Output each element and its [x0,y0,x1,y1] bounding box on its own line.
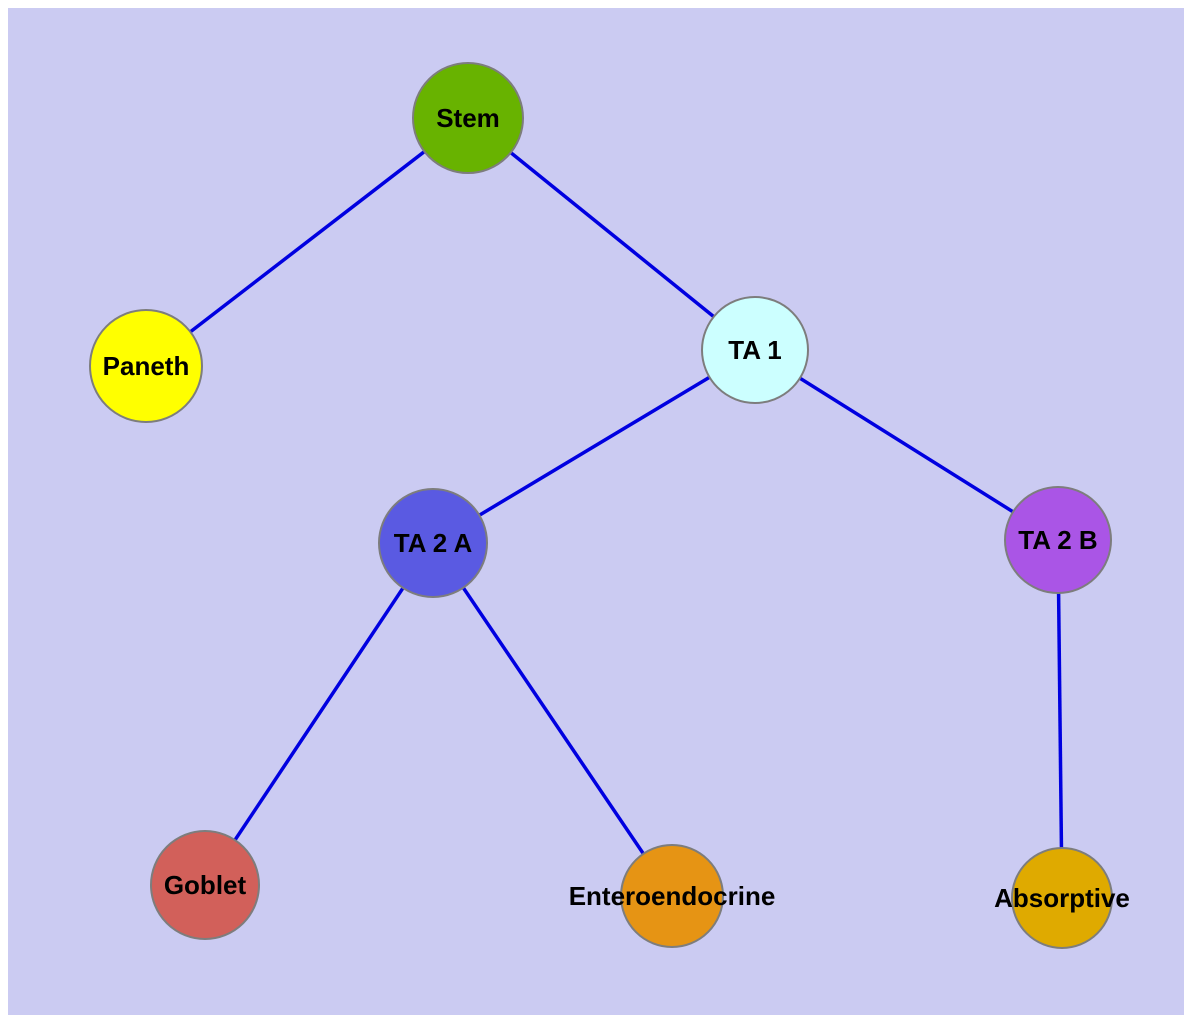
edge-ta1-ta2b [754,348,1059,542]
node-paneth-circle[interactable] [89,309,203,423]
node-ta2b-circle[interactable] [1004,486,1112,594]
node-goblet[interactable]: Goblet [150,830,260,940]
edge-stem-paneth [144,116,470,368]
edge-stem-ta1 [466,116,757,352]
node-ta2a-circle[interactable] [378,488,488,598]
node-ta2b[interactable]: TA 2 B [1004,486,1112,594]
node-ta1[interactable]: TA 1 [701,296,809,404]
node-enteroendocrine-circle[interactable] [620,844,724,948]
edge-ta2a-goblet [203,542,435,886]
node-absorptive-circle[interactable] [1011,847,1113,949]
node-stem-circle[interactable] [412,62,524,174]
edge-ta2b-absorptive [1056,539,1064,899]
edge-ta2a-enteroendocrine [431,542,674,897]
node-ta2a[interactable]: TA 2 A [378,488,488,598]
node-stem[interactable]: Stem [412,62,524,174]
node-goblet-circle[interactable] [150,830,260,940]
edge-ta1-ta2a [432,348,756,545]
node-paneth[interactable]: Paneth [89,309,203,423]
node-ta1-circle[interactable] [701,296,809,404]
